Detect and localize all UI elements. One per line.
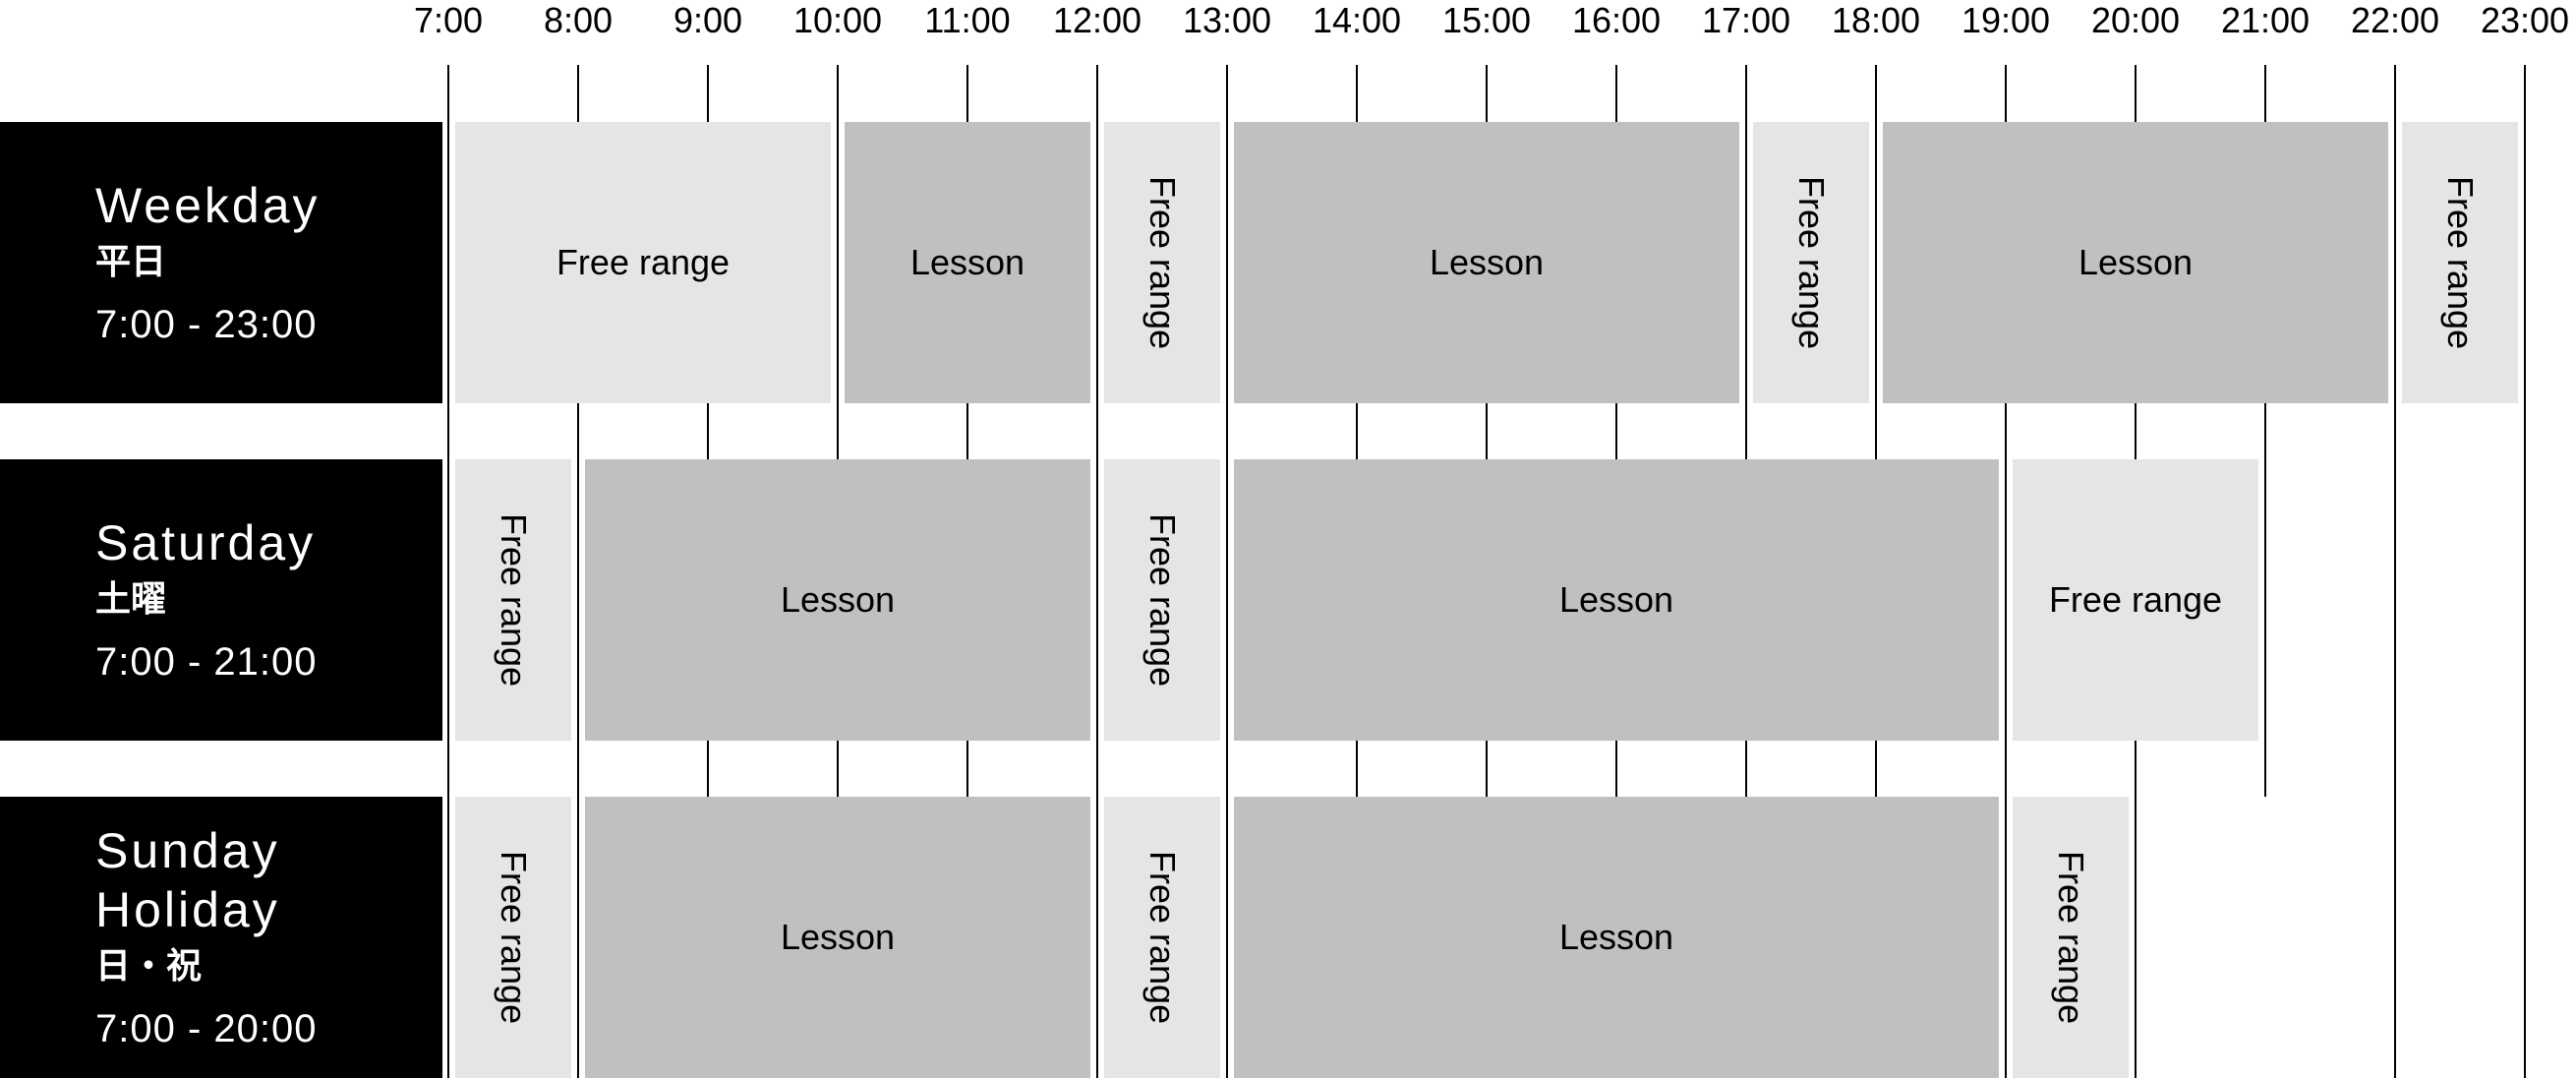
hour-label: 20:00	[2090, 0, 2181, 40]
hour-label: 22:00	[2350, 0, 2440, 40]
lesson-block: Lesson	[1234, 122, 1739, 403]
hour-label: 21:00	[2220, 0, 2311, 40]
hour-label: 13:00	[1182, 0, 1272, 40]
block-label: Free range	[2048, 579, 2223, 620]
lesson-block: Lesson	[1234, 459, 1999, 741]
free-range-block: Free range	[2013, 459, 2258, 741]
hour-gridline	[707, 741, 709, 797]
hour-gridline	[577, 797, 579, 1078]
block-label: Free range	[494, 512, 534, 688]
hour-gridline	[1615, 403, 1617, 459]
hour-gridline	[447, 65, 449, 1078]
hour-label: 17:00	[1701, 0, 1791, 40]
hour-gridline	[1615, 741, 1617, 797]
row-title-jp: 土曜	[95, 578, 167, 619]
row-header-saturday: Saturday 土曜 7:00 - 21:00	[0, 459, 442, 741]
hour-gridline	[1486, 403, 1488, 459]
free-range-block: Free range	[2013, 797, 2129, 1078]
lesson-block: Lesson	[585, 797, 1090, 1078]
hour-gridline	[966, 65, 968, 122]
free-range-block: Free range	[455, 459, 571, 741]
block-label: Lesson	[1429, 242, 1545, 282]
row-title: Weekday	[95, 178, 321, 233]
hour-gridline	[577, 403, 579, 459]
row-header-weekday: Weekday 平日 7:00 - 23:00	[0, 122, 442, 403]
hour-label: 15:00	[1441, 0, 1532, 40]
block-label: Free range	[2051, 850, 2091, 1025]
hour-gridline	[1356, 65, 1358, 122]
row-title-jp: 日・祝	[95, 945, 203, 986]
hour-label: 8:00	[543, 0, 614, 40]
free-range-block: Free range	[1753, 122, 1869, 403]
hour-gridline	[1615, 65, 1617, 122]
block-label: Lesson	[780, 917, 896, 957]
row-hours: 7:00 - 23:00	[95, 303, 318, 346]
lesson-block: Lesson	[845, 122, 1090, 403]
hour-gridline	[2524, 65, 2526, 1078]
hour-gridline	[2264, 459, 2266, 741]
hour-label: 11:00	[924, 0, 1011, 40]
hour-gridline	[2005, 65, 2007, 1078]
hour-gridline	[2135, 740, 2137, 797]
row-title: Saturday	[95, 515, 317, 570]
hour-gridline	[1356, 741, 1358, 797]
hour-label: 19:00	[1961, 0, 2051, 40]
block-label: Free range	[1791, 175, 1832, 350]
block-label: Free range	[556, 242, 731, 282]
row-title: Sunday Holiday	[95, 823, 280, 937]
hour-gridline	[2264, 741, 2266, 797]
hour-label: 9:00	[673, 0, 743, 40]
hour-gridline	[577, 459, 579, 741]
hour-label: 23:00	[2480, 0, 2570, 40]
row-hours: 7:00 - 20:00	[95, 1007, 318, 1050]
hour-gridline	[2135, 403, 2137, 459]
hour-gridline	[707, 65, 709, 122]
hour-gridline	[2264, 65, 2266, 122]
block-label: Lesson	[780, 579, 896, 620]
hour-gridline	[1096, 65, 1098, 1078]
block-label: Lesson	[1558, 917, 1674, 957]
block-label: Lesson	[909, 242, 1025, 282]
hour-label: 12:00	[1052, 0, 1142, 40]
free-range-block: Free range	[1104, 122, 1220, 403]
free-range-block: Free range	[455, 122, 831, 403]
free-range-block: Free range	[2402, 122, 2518, 403]
lesson-block: Lesson	[1883, 122, 2388, 403]
hour-label: 16:00	[1571, 0, 1662, 40]
free-range-block: Free range	[1104, 459, 1220, 741]
hour-gridline	[577, 65, 579, 122]
row-header-sunday-holiday: Sunday Holiday 日・祝 7:00 - 20:00	[0, 797, 442, 1078]
block-label: Free range	[1142, 850, 1183, 1025]
hour-gridline	[707, 403, 709, 459]
hour-gridline	[966, 741, 968, 797]
block-label: Free range	[1142, 512, 1183, 688]
hour-gridline	[1226, 65, 1228, 1078]
hour-gridline	[2135, 65, 2137, 122]
block-label: Lesson	[1558, 579, 1674, 620]
block-label: Free range	[494, 850, 534, 1025]
hour-gridline	[2135, 797, 2137, 1078]
hour-gridline	[1356, 403, 1358, 459]
hour-label: 14:00	[1312, 0, 1402, 40]
free-range-block: Free range	[455, 797, 571, 1078]
free-range-block: Free range	[1104, 797, 1220, 1078]
hour-gridline	[1486, 65, 1488, 122]
block-label: Free range	[1142, 175, 1183, 350]
hour-gridline	[2264, 403, 2266, 459]
hour-gridline	[577, 741, 579, 797]
lesson-block: Lesson	[1234, 797, 1999, 1078]
hour-gridline	[966, 403, 968, 459]
block-label: Lesson	[2078, 242, 2194, 282]
block-label: Free range	[2440, 175, 2481, 350]
row-title-jp: 平日	[95, 241, 167, 281]
hour-label: 7:00	[413, 0, 484, 40]
hour-gridline	[2394, 65, 2396, 1078]
hour-label: 18:00	[1831, 0, 1921, 40]
hour-gridline	[1486, 741, 1488, 797]
lesson-block: Lesson	[585, 459, 1090, 741]
row-hours: 7:00 - 21:00	[95, 640, 318, 684]
hour-label: 10:00	[792, 0, 883, 40]
